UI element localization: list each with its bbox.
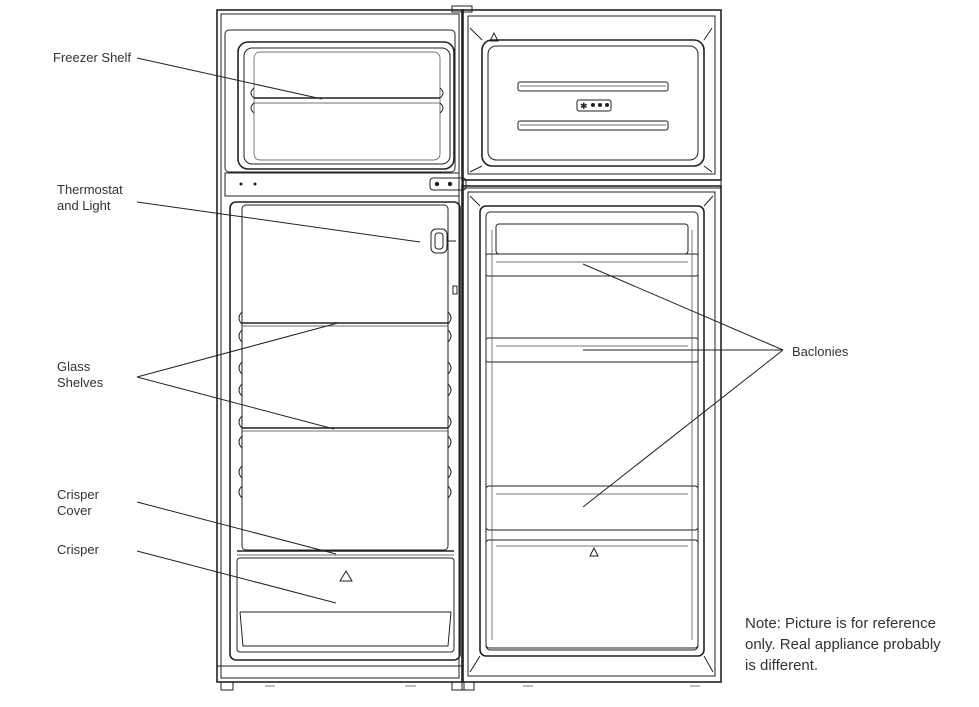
- middle-hinge: [429, 177, 722, 191]
- label-thermostat-light: Thermostat and Light: [57, 182, 123, 213]
- divider-panel: [224, 172, 460, 197]
- leader-balcony-top: [582, 263, 784, 351]
- recycle-icon: [489, 31, 499, 42]
- label-balconies: Baclonies: [792, 344, 849, 359]
- freezer-door-shelf-top: [517, 81, 669, 92]
- freezer-compartment: [224, 29, 456, 173]
- crisper-cover: [237, 550, 454, 556]
- leader-glass-shelf-upper: [136, 322, 339, 378]
- recycle-icon: [589, 546, 599, 557]
- fridge-compartment: [229, 201, 461, 661]
- door-balcony-top: [485, 223, 699, 277]
- crisper-drawer: [236, 557, 455, 653]
- leader-crisper: [136, 550, 337, 604]
- leader-thermostat: [136, 201, 421, 243]
- door-base: [461, 681, 700, 691]
- reference-note: Note: Picture is for reference only. Rea…: [745, 615, 941, 674]
- leader-balcony-lower: [582, 349, 784, 508]
- door-balcony-lower: [485, 485, 699, 531]
- freezer-door: ✱: [461, 9, 722, 181]
- freezer-star-rating: ✱: [576, 99, 612, 112]
- thermostat-light: [430, 228, 458, 295]
- fridge-base: [217, 665, 465, 691]
- label-freezer-shelf: Freezer Shelf: [53, 50, 132, 65]
- fridge-door: [461, 185, 722, 683]
- door-balcony-bottom: [485, 539, 699, 649]
- leader-glass-shelf-lower: [136, 376, 335, 430]
- leader-crisper-cover: [136, 501, 337, 555]
- recycle-icon: [339, 570, 353, 582]
- freezer-door-shelf-bottom: [517, 120, 669, 131]
- label-crisper: Crisper: [57, 542, 99, 557]
- freezer-shelf: [250, 87, 444, 114]
- glass-shelf-lower: [242, 427, 448, 432]
- fridge-cabinet: [216, 5, 473, 683]
- shelf-supports: [238, 311, 452, 499]
- leader-lines: [136, 57, 784, 604]
- glass-shelf-upper: [242, 322, 448, 327]
- label-glass-shelves: Glass Shelves: [57, 359, 104, 390]
- svg-text:✱: ✱: [580, 102, 588, 112]
- label-crisper-cover: Crisper Cover: [57, 487, 99, 518]
- leader-freezer-shelf: [136, 57, 323, 100]
